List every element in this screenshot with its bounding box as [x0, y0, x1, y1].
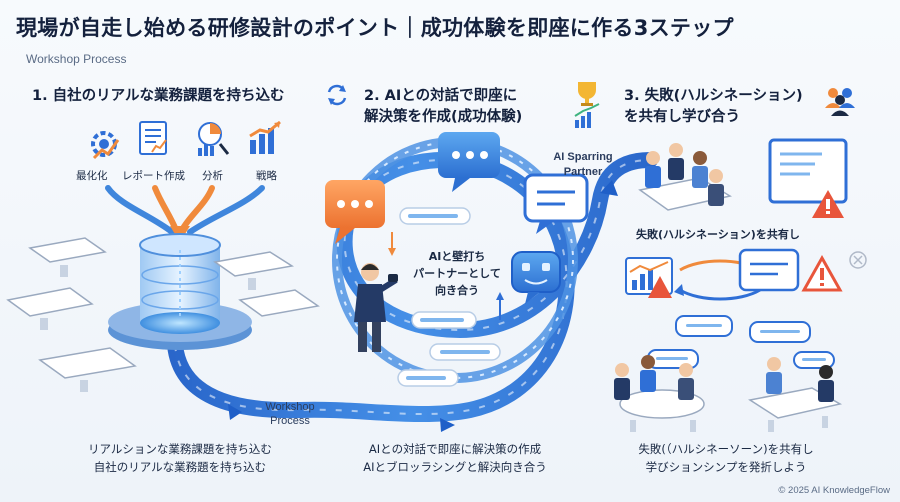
center-label-line3: 向き合う: [435, 284, 479, 297]
center-label-line2: パートナーとして: [413, 267, 501, 280]
ai-robot-icon: [511, 251, 561, 304]
workshop-label-line1: Workshop: [265, 401, 315, 413]
partner-label-line1: AI Sparring: [553, 151, 613, 163]
growth-chart-icon: [574, 103, 600, 128]
step2-caption: AIとの対話で即座に解決策の作成 AIとブロッラシングと解決向き合う: [350, 440, 560, 476]
workshop-cylinder-icon: [108, 233, 252, 350]
chat-bubble-blue-icon: [438, 132, 500, 192]
step3-heading-line2: を共有し学び合う: [624, 109, 740, 125]
step3-caption-line2: 学びションシンプを発折しよう: [645, 460, 807, 474]
step1-heading: 1. 自社のリアルな業務課題を持ち込む: [32, 88, 285, 104]
step1-caption-line1: リアルションな業務課題を持ち込む: [88, 442, 272, 456]
monitor-warning-icon: [768, 138, 848, 218]
step3-share-label: 失敗(ハルシネーション)を共有し: [636, 228, 800, 241]
close-circle-icon: [849, 251, 867, 269]
partner-label-line2: Partner: [563, 166, 603, 178]
step1-icon-label: レポート作成: [122, 170, 185, 182]
step2-heading-line1: 2. AIとの対話で即座に: [364, 88, 518, 104]
step3-caption: 失敗(（ハルシネーソーン)を共有し 学びションシンプを発折しよう: [626, 440, 826, 476]
speech-bubble-right: [738, 248, 800, 292]
step1-icon-label: 最化化: [76, 170, 108, 182]
chat-bubble-orange-icon: [325, 180, 385, 244]
office-desks-left: [6, 237, 320, 379]
analysis-chart-icon: [198, 122, 230, 156]
copyright-footer: © 2025 AI KnowledgeFlow: [778, 485, 890, 496]
page-subtitle: Workshop Process: [26, 52, 127, 66]
step2-heading-line2: 解決策を作成(成功体験): [364, 109, 523, 125]
step1-caption: リアルションな業務課題を持ち込む 自社のリアルな業務題を持ち込む: [70, 440, 290, 476]
refresh-arrows-icon: [327, 84, 347, 106]
center-label-line1: AIと壁打ち: [428, 250, 486, 263]
workshop-path-label: Workshop Process: [248, 400, 332, 428]
step1-icon-label: 戦略: [256, 170, 277, 182]
strategy-chart-icon: [249, 120, 281, 154]
workshop-label-line2: Process: [270, 415, 310, 427]
step1-icon-label: 分析: [202, 170, 223, 182]
report-document-icon: [139, 121, 167, 155]
step3-caption-line1: 失敗(（ハルシネーソーン)を共有し: [638, 442, 814, 456]
meeting-group-top: [638, 143, 732, 211]
ai-sparring-partner-label: AI Sparring Partner: [538, 150, 628, 180]
step3-heading: 3. 失敗(ハルシネーション) を共有し学び合う: [624, 86, 803, 128]
gear-chart-icon: [91, 131, 120, 160]
chat-bubble-outline-icon: [523, 173, 589, 234]
step1-caption-line2: 自社のリアルな業務題を持ち込む: [93, 460, 267, 474]
trophy-icon: [578, 82, 596, 106]
step2-heading: 2. AIとの対話で即座に 解決策を作成(成功体験): [364, 86, 522, 128]
flow-arrow-icon: [228, 404, 242, 420]
chart-card-icon: [625, 257, 673, 298]
step2-caption-line2: AIとブロッラシングと解決向き合う: [363, 460, 547, 474]
step2-caption-line1: AIとの対話で即座に解決策の作成: [368, 442, 542, 456]
meeting-group-bottom: [614, 355, 843, 419]
team-people-icon: [825, 88, 855, 116]
step3-heading-line1: 3. 失敗(ハルシネーション): [624, 88, 803, 104]
ai-sparring-center-label: AIと壁打ち パートナーとして 向き合う: [412, 248, 502, 299]
page-title: 現場が自走し始める研修設計のポイント｜成功体験を即座に作る3ステップ: [16, 16, 734, 40]
warning-triangle-icon: [801, 254, 843, 292]
person-user-icon: [354, 263, 398, 352]
